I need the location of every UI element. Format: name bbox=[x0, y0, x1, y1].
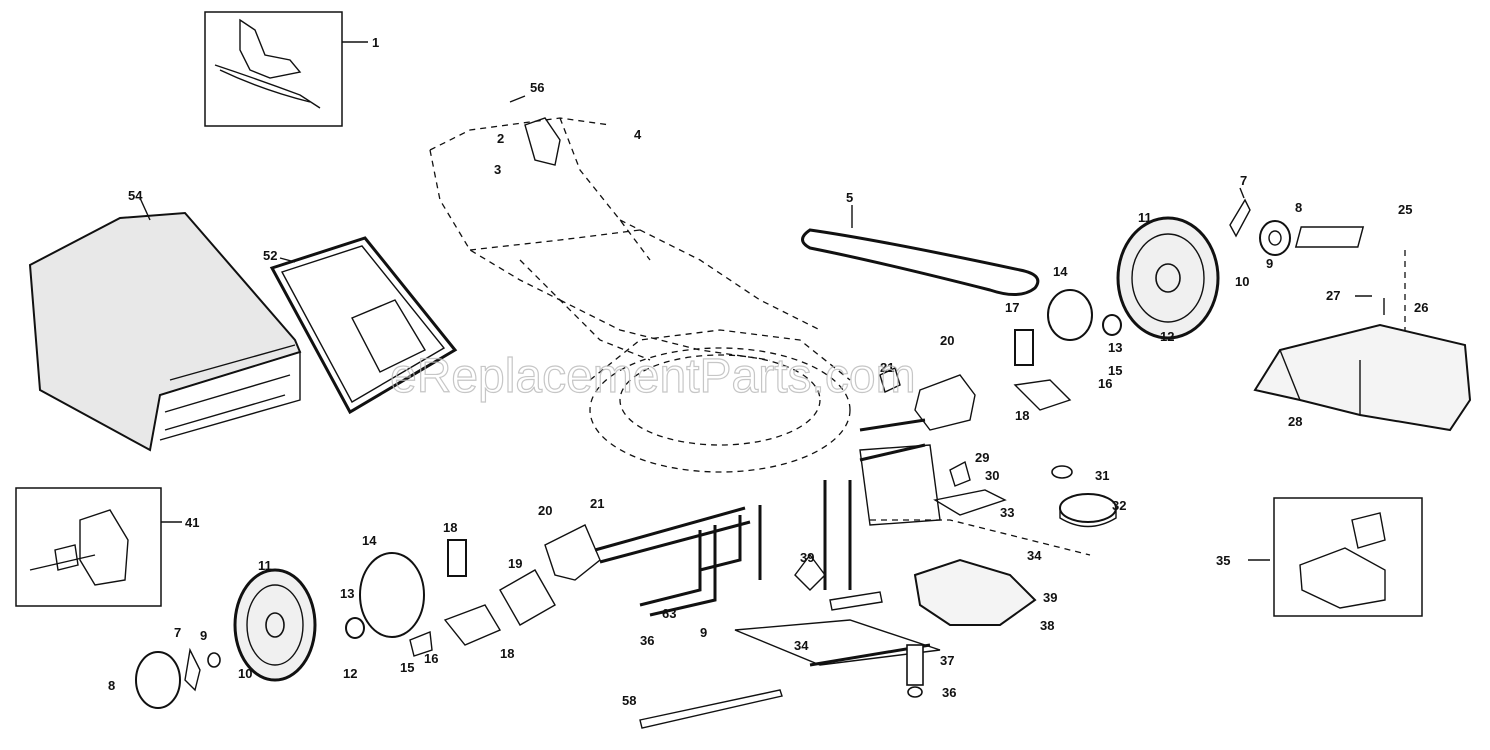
part-label-26: 26 bbox=[1414, 300, 1428, 315]
part-label-32: 32 bbox=[1112, 498, 1126, 513]
inset-part-41 bbox=[15, 487, 182, 607]
inset-part-1 bbox=[204, 11, 368, 127]
part-label-19: 19 bbox=[508, 556, 522, 571]
part-label-12a: 12 bbox=[1160, 329, 1174, 344]
part-label-17: 17 bbox=[1005, 300, 1019, 315]
part-label-9a: 9 bbox=[1266, 256, 1273, 271]
part-label-14b: 14 bbox=[362, 533, 377, 548]
part-label-37: 37 bbox=[940, 653, 954, 668]
part-label-2: 2 bbox=[497, 131, 504, 146]
wheel-right bbox=[1013, 187, 1291, 411]
part-label-3: 3 bbox=[494, 162, 501, 177]
discharge-chute-icon bbox=[1253, 226, 1472, 432]
part-label-63: 63 bbox=[662, 606, 676, 621]
part-label-34b: 34 bbox=[794, 638, 809, 653]
part-label-39: 39 bbox=[800, 550, 814, 565]
part-label-9b: 9 bbox=[200, 628, 207, 643]
drive-belt-icon bbox=[801, 205, 1040, 296]
part-label-36: 36 bbox=[640, 633, 654, 648]
part-label-18-lower: 18 bbox=[500, 646, 514, 661]
part-label-1: 1 bbox=[372, 35, 379, 50]
transmission bbox=[906, 460, 1117, 698]
handle-assembly bbox=[429, 95, 821, 361]
part-label-7a: 7 bbox=[1240, 173, 1247, 188]
part-label-16a: 16 bbox=[1098, 376, 1112, 391]
wheel-icon bbox=[135, 524, 601, 709]
part-label-52: 52 bbox=[263, 248, 277, 263]
part-label-56: 56 bbox=[530, 80, 544, 95]
part-label-7b: 7 bbox=[174, 625, 181, 640]
part-label-36b: 36 bbox=[942, 685, 956, 700]
watermark: eReplacementParts.com bbox=[390, 350, 916, 403]
part-label-8a: 8 bbox=[1295, 200, 1302, 215]
part-label-21b: 21 bbox=[590, 496, 604, 511]
part-label-11a: 11 bbox=[1138, 210, 1152, 225]
part-label-10a: 10 bbox=[1235, 274, 1249, 289]
part-label-25: 25 bbox=[1398, 202, 1412, 217]
part-label-9c: 9 bbox=[700, 625, 707, 640]
part-label-14a: 14 bbox=[1053, 264, 1068, 279]
part-label-38: 38 bbox=[1040, 618, 1054, 633]
part-label-12b: 12 bbox=[343, 666, 357, 681]
part-label-16b: 16 bbox=[424, 651, 438, 666]
part-label-20a: 20 bbox=[940, 333, 954, 348]
part-label-30: 30 bbox=[985, 468, 999, 483]
bag-frame-icon bbox=[269, 236, 458, 415]
part-label-39-right: 39 bbox=[1043, 590, 1057, 605]
part-label-11b: 11 bbox=[258, 558, 272, 573]
part-label-34a: 34 bbox=[1027, 548, 1042, 563]
part-label-10b: 10 bbox=[238, 666, 252, 681]
part-label-21a: 21 bbox=[880, 360, 894, 375]
part-label-33: 33 bbox=[1000, 505, 1014, 520]
part-label-27: 27 bbox=[1326, 288, 1340, 303]
inset-part-35 bbox=[1248, 497, 1423, 617]
part-label-20b: 20 bbox=[538, 503, 552, 518]
height-adjuster-upper bbox=[859, 367, 976, 462]
part-label-18a: 18 bbox=[1015, 408, 1029, 423]
part-label-18b: 18 bbox=[443, 520, 457, 535]
part-label-8b: 8 bbox=[108, 678, 115, 693]
part-label-15a: 15 bbox=[1108, 363, 1122, 378]
part-label-29: 29 bbox=[975, 450, 989, 465]
part-label-58: 58 bbox=[622, 693, 636, 708]
part-label-28: 28 bbox=[1288, 414, 1302, 429]
part-label-5: 5 bbox=[846, 190, 853, 205]
part-label-31: 31 bbox=[1095, 468, 1109, 483]
grass-bag-icon bbox=[28, 197, 302, 452]
part-label-54: 54 bbox=[128, 188, 143, 203]
part-label-13a: 13 bbox=[1108, 340, 1122, 355]
part-label-4: 4 bbox=[634, 127, 642, 142]
part-label-13b: 13 bbox=[340, 586, 354, 601]
part-label-35: 35 bbox=[1216, 553, 1230, 568]
part-label-15b: 15 bbox=[400, 660, 414, 675]
part-label-41: 41 bbox=[185, 515, 199, 530]
